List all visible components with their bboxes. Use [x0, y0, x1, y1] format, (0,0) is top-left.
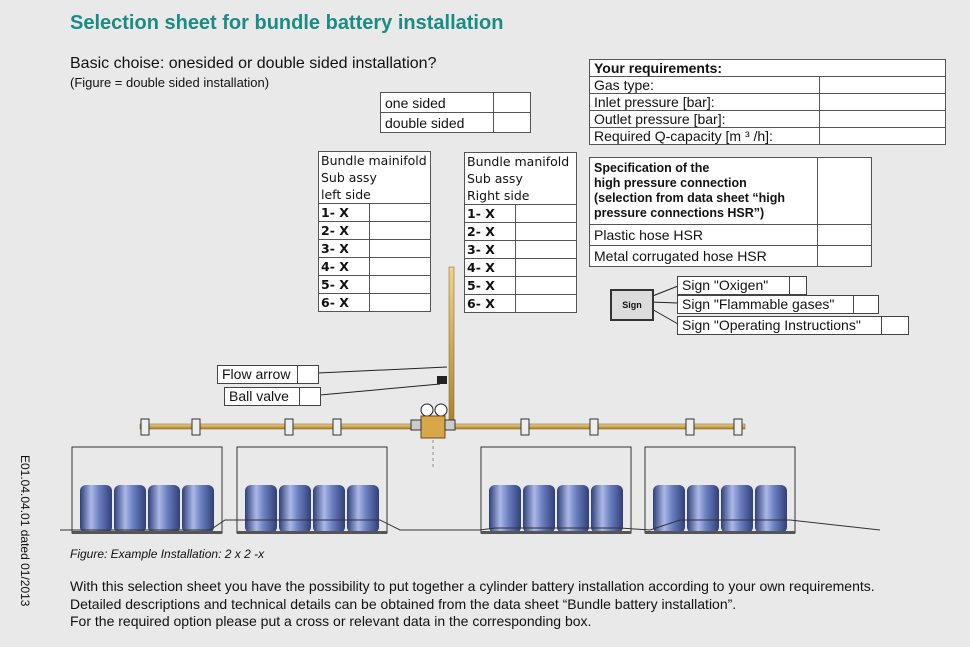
manifold-row-label: 3- X — [464, 240, 516, 259]
requirement-label: Gas type: — [589, 76, 820, 94]
sign-instructions-label: Sign "Operating Instructions" — [677, 316, 909, 335]
double-sided-checkbox[interactable] — [493, 112, 531, 133]
spec-header-line: (selection from data sheet “high — [594, 191, 786, 205]
ball-valve-label: Ball valve — [224, 387, 321, 406]
sign-flammable-label: Sign "Flammable gases" — [677, 295, 879, 314]
gas-cylinder — [489, 485, 521, 533]
gas-cylinder — [245, 485, 277, 533]
gas-cylinder — [523, 485, 555, 533]
manifold-header: Sub assy — [318, 169, 431, 186]
spec-option-label: Plastic hose HSR — [589, 224, 818, 246]
gas-cylinder — [591, 485, 623, 533]
sign-oxigen-checkbox[interactable] — [789, 277, 806, 294]
specification-header: Specification of the high pressure conne… — [589, 157, 818, 225]
description-paragraph: With this selection sheet you have the p… — [70, 578, 875, 631]
requirement-label: Required Q-capacity [m ³ /h]: — [589, 127, 820, 145]
manifold-header: Bundle manifold — [464, 152, 577, 170]
left-manifold-field-6[interactable] — [369, 293, 431, 312]
manifold-row-label: 6- X — [464, 294, 516, 313]
metal-hose-checkbox[interactable] — [817, 245, 872, 267]
description-line: For the required option please put a cro… — [70, 613, 592, 629]
flow-arrow-text: Flow arrow — [222, 366, 291, 382]
bundle-base — [645, 531, 795, 534]
manifold-row-label: 3- X — [318, 239, 370, 258]
side-choice-table: one sided double sided — [380, 92, 531, 133]
gas-cylinder — [313, 485, 345, 533]
basic-choice-question: Basic choise: onesided or double sided i… — [70, 55, 437, 72]
spec-header-line: Specification of the — [594, 161, 710, 175]
spec-header-line: pressure connections HSR”) — [594, 206, 765, 220]
bundle-base — [481, 531, 631, 534]
description-line: Detailed descriptions and technical deta… — [70, 595, 737, 612]
bundle-base — [72, 531, 222, 534]
manifold-row-label: 5- X — [464, 276, 516, 295]
sign-text: Sign "Oxigen" — [682, 277, 769, 293]
gas-cylinder — [114, 485, 146, 533]
gas-cylinder — [347, 485, 379, 533]
ball-valve-text: Ball valve — [229, 388, 289, 404]
gas-cylinder — [148, 485, 180, 533]
manifold-header: Bundle mainifold — [318, 151, 431, 169]
manifold-row-label: 6- X — [318, 293, 370, 312]
gas-cylinder — [80, 485, 112, 533]
option-label: one sided — [380, 92, 494, 113]
spec-option-label: Metal corrugated hose HSR — [589, 245, 818, 267]
flow-arrow-label: Flow arrow — [217, 365, 319, 384]
sign-instructions-checkbox[interactable] — [881, 317, 908, 334]
page-title: Selection sheet for bundle battery insta… — [70, 12, 504, 34]
flow-arrow-checkbox[interactable] — [297, 366, 318, 383]
gas-cylinder — [755, 485, 787, 533]
specification-table: Specification of the high pressure conne… — [589, 157, 872, 267]
sign-flammable-checkbox[interactable] — [853, 296, 878, 313]
manifold-header: Sub assy — [464, 170, 577, 187]
right-manifold-field-6[interactable] — [515, 294, 577, 313]
gas-cylinder — [279, 485, 311, 533]
gas-cylinder — [721, 485, 753, 533]
sign-text: Sign "Operating Instructions" — [682, 317, 861, 333]
gas-cylinder — [687, 485, 719, 533]
gas-cylinder — [653, 485, 685, 533]
manifold-row-label: 2- X — [464, 222, 516, 241]
spec-header-line: high pressure connection — [594, 176, 747, 190]
spec-header-cell — [817, 157, 872, 225]
option-label: double sided — [380, 112, 494, 133]
description-line: With this selection sheet you have the p… — [70, 578, 875, 594]
gas-cylinder — [557, 485, 589, 533]
gas-cylinder — [182, 485, 214, 533]
figure-note: (Figure = double sided installation) — [70, 75, 270, 90]
manifold-row-label: 4- X — [464, 258, 516, 277]
ball-valve-checkbox[interactable] — [299, 388, 320, 405]
q-capacity-field[interactable] — [819, 127, 946, 145]
right-manifold-table: Bundle manifold Sub assy Right side 1- X… — [464, 152, 577, 313]
requirements-table: Your requirements: Gas type: Inlet press… — [589, 59, 946, 145]
sign-text: Sign "Flammable gases" — [682, 296, 835, 312]
sign-oxigen-label: Sign "Oxigen" — [677, 276, 807, 295]
sign-icon: Sign — [610, 289, 654, 321]
document-id: E01.04.04.01 dated 01/2013 — [18, 455, 32, 607]
bundle-base — [237, 531, 387, 534]
figure-caption: Figure: Example Installation: 2 x 2 -x — [70, 547, 265, 561]
left-manifold-table: Bundle mainifold Sub assy left side 1- X… — [318, 151, 431, 312]
